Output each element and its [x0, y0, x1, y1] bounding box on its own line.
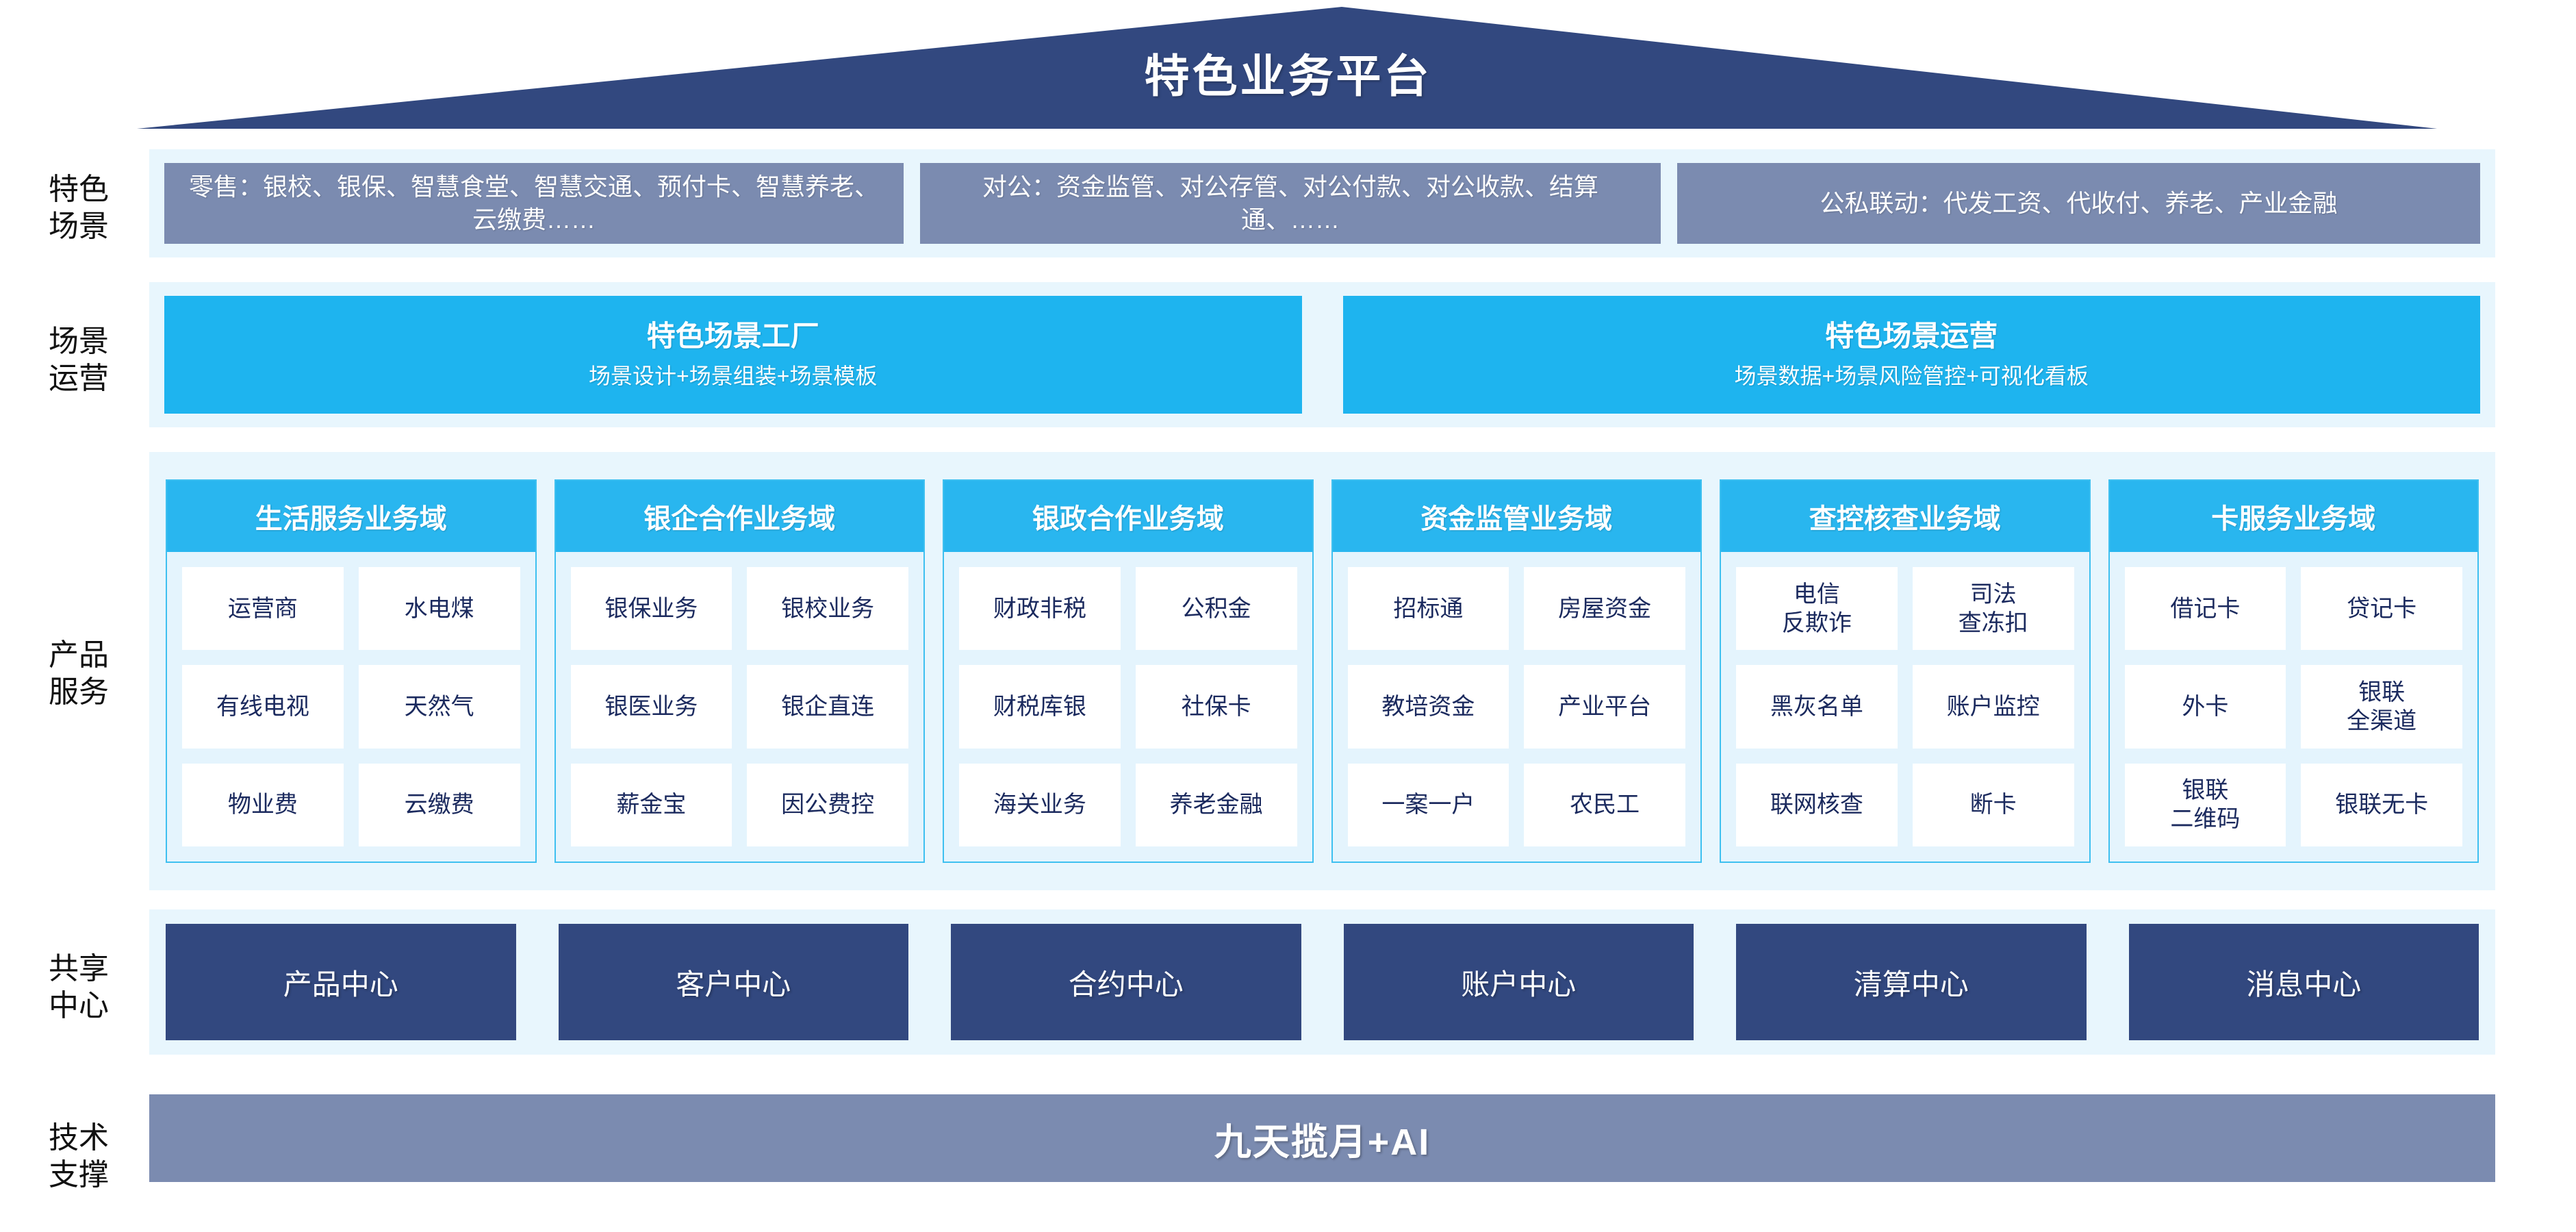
domain-item[interactable]: 农民工 [1524, 763, 1685, 846]
row-label-operation-line2: 运营 [49, 362, 109, 395]
ops-card-scene-operation[interactable]: 特色场景运营 场景数据+场景风险管控+可视化看板 [1342, 296, 2480, 414]
domain-item[interactable]: 银校业务 [747, 567, 908, 651]
domain-item[interactable]: 因公费控 [747, 763, 908, 846]
domain-item[interactable]: 云缴费 [358, 763, 520, 846]
domain-item-grid: 银保业务银校业务银医业务银企直连薪金宝因公费控 [556, 552, 924, 862]
domain-item[interactable]: 运营商 [182, 567, 344, 651]
domain-card[interactable]: 生活服务业务域运营商水电煤有线电视天然气物业费云缴费 [166, 479, 537, 863]
scene-operation-band: 特色场景工厂 场景设计+场景组装+场景模板 特色场景运营 场景数据+场景风险管控… [149, 282, 2495, 427]
shared-center-box[interactable]: 消息中心 [2128, 924, 2479, 1040]
domain-item[interactable]: 银联无卡 [2301, 763, 2462, 846]
platform-title: 特色业务平台 [1144, 51, 1432, 101]
shared-center-box[interactable]: 清算中心 [1736, 924, 2087, 1040]
domain-item[interactable]: 联网核查 [1736, 763, 1898, 846]
shared-center-band: 产品中心客户中心合约中心账户中心清算中心消息中心 [149, 909, 2495, 1055]
roof-triangle-shape [137, 7, 2437, 129]
row-label-scenario-line1: 特色 [49, 173, 109, 206]
domain-item-grid: 借记卡贷记卡外卡银联全渠道银联二维码银联无卡 [2110, 552, 2478, 862]
scenario-box-retail[interactable]: 零售：银校、银保、智慧食堂、智慧交通、预付卡、智慧养老、云缴费…… [164, 163, 904, 244]
row-label-product-line2: 服务 [49, 675, 109, 709]
domain-item-grid: 电信反欺诈司法查冻扣黑灰名单账户监控联网核查断卡 [1721, 552, 2089, 862]
domain-item[interactable]: 财政非税 [959, 567, 1121, 651]
domain-item[interactable]: 银企直连 [747, 665, 908, 749]
shared-center-box[interactable]: 账户中心 [1343, 924, 1694, 1040]
row-label-scenario-line2: 场景 [49, 210, 109, 243]
domain-item[interactable]: 教培资金 [1347, 665, 1509, 749]
row-label-operation: 场景 运营 [14, 323, 144, 397]
domain-item-grid: 招标通房屋资金教培资金产业平台一案一户农民工 [1333, 552, 1701, 862]
domain-card[interactable]: 卡服务业务域借记卡贷记卡外卡银联全渠道银联二维码银联无卡 [2108, 479, 2479, 863]
domain-card-title: 银企合作业务域 [555, 481, 923, 552]
domain-item[interactable]: 薪金宝 [570, 763, 732, 846]
domain-item[interactable]: 断卡 [1912, 763, 2074, 846]
row-label-product-line1: 产品 [49, 638, 109, 672]
platform-roof: 特色业务平台 [0, 0, 2576, 137]
domain-card[interactable]: 银政合作业务域财政非税公积金财税库银社保卡海关业务养老金融 [943, 479, 1314, 863]
domain-item[interactable]: 电信反欺诈 [1736, 567, 1898, 651]
domain-item[interactable]: 社保卡 [1135, 665, 1297, 749]
domain-item[interactable]: 司法查冻扣 [1912, 567, 2074, 651]
domain-item[interactable]: 招标通 [1347, 567, 1509, 651]
row-label-tech-line1: 技术 [49, 1121, 109, 1155]
domain-item[interactable]: 黑灰名单 [1736, 665, 1898, 749]
domain-item[interactable]: 银保业务 [570, 567, 732, 651]
domain-item[interactable]: 账户监控 [1912, 665, 2074, 749]
shared-center-box[interactable]: 产品中心 [166, 924, 516, 1040]
shared-center-box[interactable]: 客户中心 [558, 924, 908, 1040]
domain-item[interactable]: 借记卡 [2124, 567, 2286, 651]
row-label-tech-line2: 支撑 [49, 1158, 109, 1192]
product-service-band: 生活服务业务域运营商水电煤有线电视天然气物业费云缴费银企合作业务域银保业务银校业… [149, 452, 2495, 890]
domain-item[interactable]: 物业费 [182, 763, 344, 846]
domain-card[interactable]: 资金监管业务域招标通房屋资金教培资金产业平台一案一户农民工 [1331, 479, 1702, 863]
domain-item[interactable]: 银医业务 [570, 665, 732, 749]
domain-card-title: 卡服务业务域 [2109, 481, 2477, 552]
ops-card-scene-factory-subtitle: 场景设计+场景组装+场景模板 [589, 364, 878, 388]
row-label-tech: 技术 支撑 [14, 1120, 144, 1194]
shared-center-box[interactable]: 合约中心 [951, 924, 1301, 1040]
ops-card-scene-factory-title: 特色场景工厂 [646, 320, 819, 352]
domain-item[interactable]: 养老金融 [1135, 763, 1297, 846]
domain-card-title: 银政合作业务域 [944, 481, 1312, 552]
domain-item[interactable]: 贷记卡 [2301, 567, 2462, 651]
scenario-box-public-private[interactable]: 公私联动：代发工资、代收付、养老、产业金融 [1677, 163, 2480, 244]
ops-card-scene-operation-title: 特色场景运营 [1825, 320, 1998, 352]
domain-card-title: 查控核查业务域 [1721, 481, 2089, 552]
scenario-band: 零售：银校、银保、智慧食堂、智慧交通、预付卡、智慧养老、云缴费…… 对公：资金监… [149, 149, 2495, 257]
domain-item[interactable]: 房屋资金 [1524, 567, 1685, 651]
row-label-operation-line1: 场景 [49, 325, 109, 358]
row-label-shared: 共享 中心 [14, 951, 144, 1024]
domain-item[interactable]: 产业平台 [1524, 665, 1685, 749]
domain-item[interactable]: 有线电视 [182, 665, 344, 749]
domain-card[interactable]: 银企合作业务域银保业务银校业务银医业务银企直连薪金宝因公费控 [554, 479, 925, 863]
domain-item[interactable]: 财税库银 [959, 665, 1121, 749]
domain-item[interactable]: 银联二维码 [2124, 763, 2286, 846]
domain-card-title: 生活服务业务域 [167, 481, 535, 552]
domain-item[interactable]: 水电煤 [358, 567, 520, 651]
domain-card-title: 资金监管业务域 [1332, 481, 1700, 552]
domain-item[interactable]: 海关业务 [959, 763, 1121, 846]
row-label-product: 产品 服务 [14, 637, 144, 711]
tech-support-label: 九天揽月+AI [1214, 1121, 1431, 1163]
domain-item[interactable]: 一案一户 [1347, 763, 1509, 846]
ops-card-scene-factory[interactable]: 特色场景工厂 场景设计+场景组装+场景模板 [164, 296, 1302, 414]
domain-card[interactable]: 查控核查业务域电信反欺诈司法查冻扣黑灰名单账户监控联网核查断卡 [1720, 479, 2091, 863]
domain-item-grid: 财政非税公积金财税库银社保卡海关业务养老金融 [944, 552, 1312, 862]
domain-item[interactable]: 公积金 [1135, 567, 1297, 651]
row-label-shared-line2: 中心 [49, 989, 109, 1022]
scenario-box-corporate[interactable]: 对公：资金监管、对公存管、对公付款、对公收款、结算通、…… [920, 163, 1661, 244]
domain-item[interactable]: 银联全渠道 [2301, 665, 2462, 749]
row-label-shared-line1: 共享 [49, 952, 109, 985]
domain-item[interactable]: 天然气 [358, 665, 520, 749]
row-label-scenario: 特色 场景 [14, 171, 144, 245]
tech-support-band[interactable]: 九天揽月+AI [149, 1094, 2495, 1182]
ops-card-scene-operation-subtitle: 场景数据+场景风险管控+可视化看板 [1734, 364, 2089, 388]
domain-item[interactable]: 外卡 [2124, 665, 2286, 749]
domain-item-grid: 运营商水电煤有线电视天然气物业费云缴费 [167, 552, 535, 862]
